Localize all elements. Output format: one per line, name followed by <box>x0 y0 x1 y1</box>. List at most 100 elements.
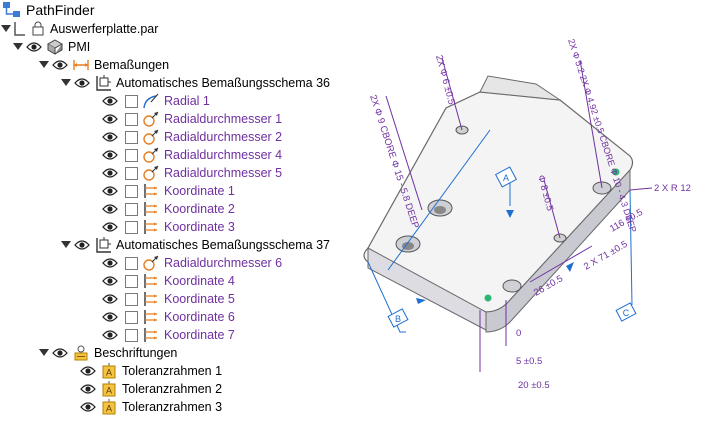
tree-item-koordinate-2[interactable]: Koordinate 2 <box>100 200 235 218</box>
tree-row-dimensions[interactable]: Bemaßungen <box>38 56 169 74</box>
eye-icon[interactable] <box>102 311 118 323</box>
tree-item-radialdurchmesser-1[interactable]: Radialdurchmesser 1 <box>100 110 282 128</box>
tree-item-radialdurchmesser-6[interactable]: Radialdurchmesser 6 <box>100 254 282 272</box>
coordinate-dimension-icon <box>142 218 160 236</box>
ejector-plate-part[interactable] <box>363 75 634 333</box>
dim-71-note[interactable]: 2 X 71 ±0.5 <box>582 239 630 273</box>
datum-c-label: C <box>623 308 630 318</box>
tree-row-scheme-36[interactable]: Automatisches Bemaßungsschema 36 <box>60 74 330 92</box>
tree-item-koordinate-1[interactable]: Koordinate 1 <box>100 182 235 200</box>
tree-item-label: Koordinate 3 <box>164 220 235 234</box>
tree-item-koordinate-3[interactable]: Koordinate 3 <box>100 218 235 236</box>
tree-row-annotations[interactable]: Beschriftungen <box>38 344 177 362</box>
selection-checkbox[interactable] <box>125 202 138 216</box>
collapse-arrow-icon[interactable] <box>38 345 50 361</box>
selection-checkbox[interactable] <box>125 292 138 306</box>
selection-checkbox[interactable] <box>125 184 138 198</box>
eye-icon[interactable] <box>102 293 118 305</box>
eye-icon[interactable] <box>102 257 118 269</box>
collapse-arrow-icon[interactable] <box>60 237 72 253</box>
tree-scheme-37-label: Automatisches Bemaßungsschema 37 <box>116 238 330 252</box>
tree-item-radial-1[interactable]: Radial 1 <box>100 92 210 110</box>
eye-icon[interactable] <box>26 41 42 53</box>
dim-20-note[interactable]: 20 ±0.5 <box>518 380 550 391</box>
svg-text:A: A <box>106 386 112 396</box>
selection-checkbox[interactable] <box>125 94 138 108</box>
tree-item-label: Radialdurchmesser 1 <box>164 112 283 126</box>
datum-b-frame[interactable]: B <box>387 298 426 328</box>
eye-icon[interactable] <box>102 95 118 107</box>
eye-icon[interactable] <box>102 185 118 197</box>
tree-item-radialdurchmesser-5[interactable]: Radialdurchmesser 5 <box>100 164 282 182</box>
collapse-arrow-icon[interactable] <box>38 57 50 73</box>
tree-item-radialdurchmesser-2[interactable]: Radialdurchmesser 2 <box>100 128 282 146</box>
eye-icon[interactable] <box>80 365 96 377</box>
selection-checkbox[interactable] <box>125 220 138 234</box>
radius-note[interactable]: 2 X R 12 <box>654 183 691 194</box>
tree-scheme-36-label: Automatisches Bemaßungsschema 36 <box>116 76 330 90</box>
selection-checkbox[interactable] <box>125 274 138 288</box>
diameter-dimension-icon <box>142 128 160 146</box>
eye-icon[interactable] <box>52 59 68 71</box>
tree-item-koordinate-7[interactable]: Koordinate 7 <box>100 326 235 344</box>
eye-icon[interactable] <box>80 401 96 413</box>
coordinate-dimension-icon <box>142 200 160 218</box>
part-drawing: A B C 2X Φ 9 CBORE Φ 15 - 5.8 DEEP <box>363 38 691 391</box>
datum-a-frame[interactable]: A <box>494 166 518 218</box>
eye-icon[interactable] <box>102 113 118 125</box>
collapse-arrow-icon[interactable] <box>12 39 24 55</box>
selection-checkbox[interactable] <box>125 328 138 342</box>
eye-icon[interactable] <box>74 77 90 89</box>
eye-icon[interactable] <box>102 149 118 161</box>
tree-row-scheme-37[interactable]: Automatisches Bemaßungsschema 37 <box>60 236 330 254</box>
eye-icon[interactable] <box>74 239 90 251</box>
tree-file-label: Auswerferplatte.par <box>50 22 159 36</box>
eye-icon[interactable] <box>80 383 96 395</box>
assembly-icon <box>12 21 26 37</box>
selection-checkbox[interactable] <box>125 256 138 270</box>
tree-item-label: Toleranzrahmen 2 <box>122 382 223 396</box>
tolerance-frame-icon: A <box>100 362 118 380</box>
tree-row-pmi[interactable]: PMI <box>12 38 90 56</box>
tree-item-label: Koordinate 1 <box>164 184 235 198</box>
tree-row-file[interactable]: Auswerferplatte.par <box>0 20 158 38</box>
dim-5-note[interactable]: 5 ±0.5 <box>516 356 542 367</box>
selection-checkbox[interactable] <box>125 148 138 162</box>
pathfinder-icon <box>2 1 22 19</box>
diameter-dimension-icon <box>142 254 160 272</box>
selection-checkbox[interactable] <box>125 166 138 180</box>
tree-item-label: Koordinate 4 <box>164 274 235 288</box>
eye-icon[interactable] <box>102 329 118 341</box>
eye-icon[interactable] <box>102 203 118 215</box>
hole-6-note[interactable]: 2X Φ 6 ±0.5 <box>433 54 457 106</box>
tree-item-koordinate-6[interactable]: Koordinate 6 <box>100 308 235 326</box>
eye-icon[interactable] <box>102 167 118 179</box>
tree-item-label: Koordinate 5 <box>164 292 235 306</box>
svg-text:A: A <box>106 368 112 378</box>
diameter-dimension-icon <box>142 110 160 128</box>
selection-checkbox[interactable] <box>125 310 138 324</box>
tree-item-toleranzrahmen-2[interactable]: A Toleranzrahmen 2 <box>78 380 222 398</box>
eye-icon[interactable] <box>102 131 118 143</box>
eye-icon[interactable] <box>52 347 68 359</box>
tree-item-radialdurchmesser-4[interactable]: Radialdurchmesser 4 <box>100 146 282 164</box>
collapse-arrow-icon[interactable] <box>60 75 72 91</box>
selection-checkbox[interactable] <box>125 130 138 144</box>
datum-a-label: A <box>503 173 509 183</box>
collapse-arrow-icon[interactable] <box>0 21 12 37</box>
eye-icon[interactable] <box>102 221 118 233</box>
tree-item-koordinate-4[interactable]: Koordinate 4 <box>100 272 235 290</box>
tree-item-label: Toleranzrahmen 3 <box>122 400 223 414</box>
tree-item-koordinate-5[interactable]: Koordinate 5 <box>100 290 235 308</box>
eye-icon[interactable] <box>102 275 118 287</box>
tree-pmi-label: PMI <box>68 40 91 54</box>
dimension-group-icon <box>72 56 90 74</box>
dim-0-note[interactable]: 0 <box>516 328 521 339</box>
datum-c-frame[interactable]: C <box>566 262 637 322</box>
selection-checkbox[interactable] <box>125 112 138 126</box>
model-viewport[interactable]: A B C 2X Φ 9 CBORE Φ 15 - 5.8 DEEP <box>330 0 720 419</box>
tree-dimensions-label: Bemaßungen <box>94 58 170 72</box>
part-file-icon <box>30 21 46 37</box>
